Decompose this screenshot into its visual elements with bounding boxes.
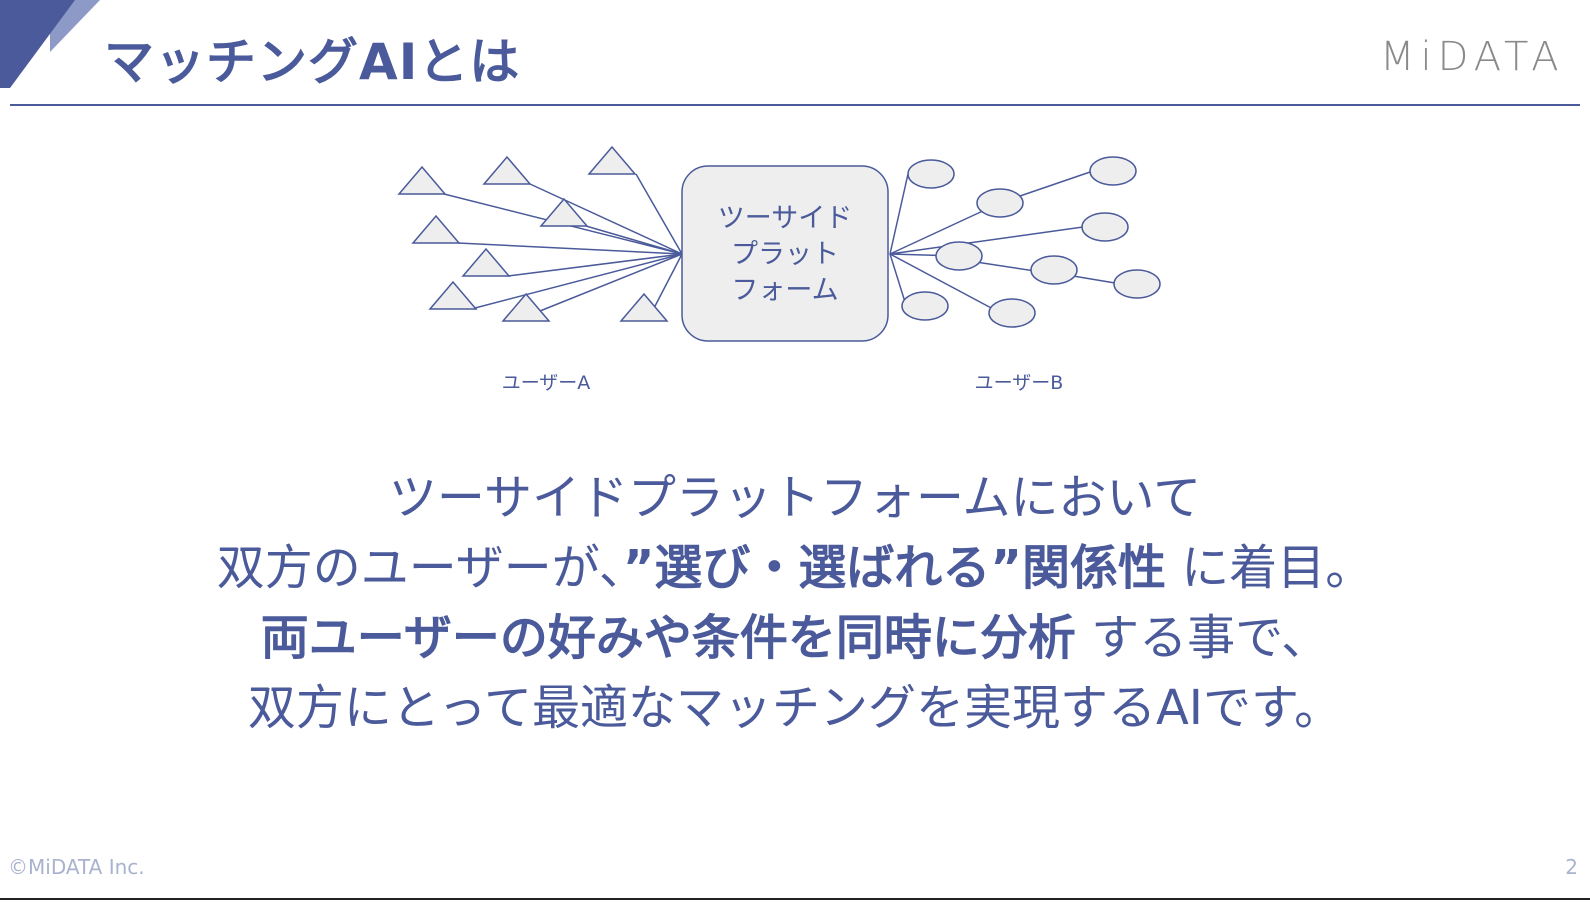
user-a-triangle	[587, 145, 637, 175]
user-b-ellipse	[1113, 269, 1161, 299]
user-b-nodes	[901, 156, 1161, 328]
user-b-ellipse	[907, 159, 955, 189]
corner-triangle-dark	[0, 0, 75, 88]
platform-label-line3: フォーム	[731, 275, 838, 306]
copyright-notice: ©MiDATA Inc.	[8, 855, 145, 879]
description-line-1: ツーサイドプラットフォームにおいて	[0, 463, 1590, 533]
platform-box	[681, 165, 889, 342]
slide-title: マッチングAIとは	[104, 33, 521, 91]
platform-label-line1: ツーサイド	[718, 203, 852, 234]
user-a-triangle	[482, 155, 532, 185]
line2-pre-text: 双方のユーザーが、	[216, 540, 623, 596]
corner-decoration	[0, 0, 100, 88]
user-a-triangle	[461, 247, 511, 277]
line4-text: 双方にとって最適なマッチングを実現するAIです。	[247, 680, 1343, 736]
user-a-triangle	[428, 280, 478, 310]
bottom-border	[0, 898, 1590, 900]
line3-post-text: する事で、	[1075, 610, 1330, 666]
user-a-triangle	[619, 292, 669, 322]
midata-logo: MiDATA	[1380, 34, 1565, 80]
user-b-ellipse	[1089, 156, 1137, 186]
user-b-ellipse	[1030, 255, 1078, 285]
description-line-3: 両ユーザーの好みや条件を同時に分析 する事で、	[0, 603, 1590, 673]
user-b-ellipse	[976, 188, 1024, 218]
user-b-label: ユーザーB	[975, 372, 1064, 394]
user-a-triangle	[397, 165, 447, 195]
platform-label-line2: プラット	[731, 239, 839, 270]
connector-lines-a	[443, 173, 683, 312]
line2-bold-text: ”選び・選ばれる”関係性	[622, 540, 1166, 596]
line3-bold-text: 両ユーザーの好みや条件を同時に分析	[260, 610, 1076, 666]
page-number: 2	[1565, 855, 1578, 879]
user-b-ellipse	[1081, 212, 1129, 242]
user-a-triangle	[539, 197, 589, 227]
description-line-2: 双方のユーザーが、”選び・選ばれる”関係性 に着目。	[0, 533, 1590, 603]
user-a-label: ユーザーA	[502, 372, 591, 394]
line1-text: ツーサイドプラットフォームにおいて	[388, 470, 1202, 526]
description-text: ツーサイドプラットフォームにおいて 双方のユーザーが、”選び・選ばれる”関係性 …	[0, 463, 1590, 743]
description-line-4: 双方にとって最適なマッチングを実現するAIです。	[0, 673, 1590, 743]
user-a-triangle	[501, 292, 551, 322]
title-divider	[10, 104, 1580, 106]
user-a-triangle	[411, 214, 461, 244]
user-a-nodes	[397, 145, 669, 322]
user-b-ellipse	[935, 241, 983, 271]
line2-post-text: に着目。	[1165, 540, 1374, 596]
user-b-ellipse	[988, 298, 1036, 328]
user-b-ellipse	[901, 291, 949, 321]
two-sided-platform-diagram: ツーサイド プラット フォーム ユーザーA ユーザーB	[397, 145, 1161, 394]
